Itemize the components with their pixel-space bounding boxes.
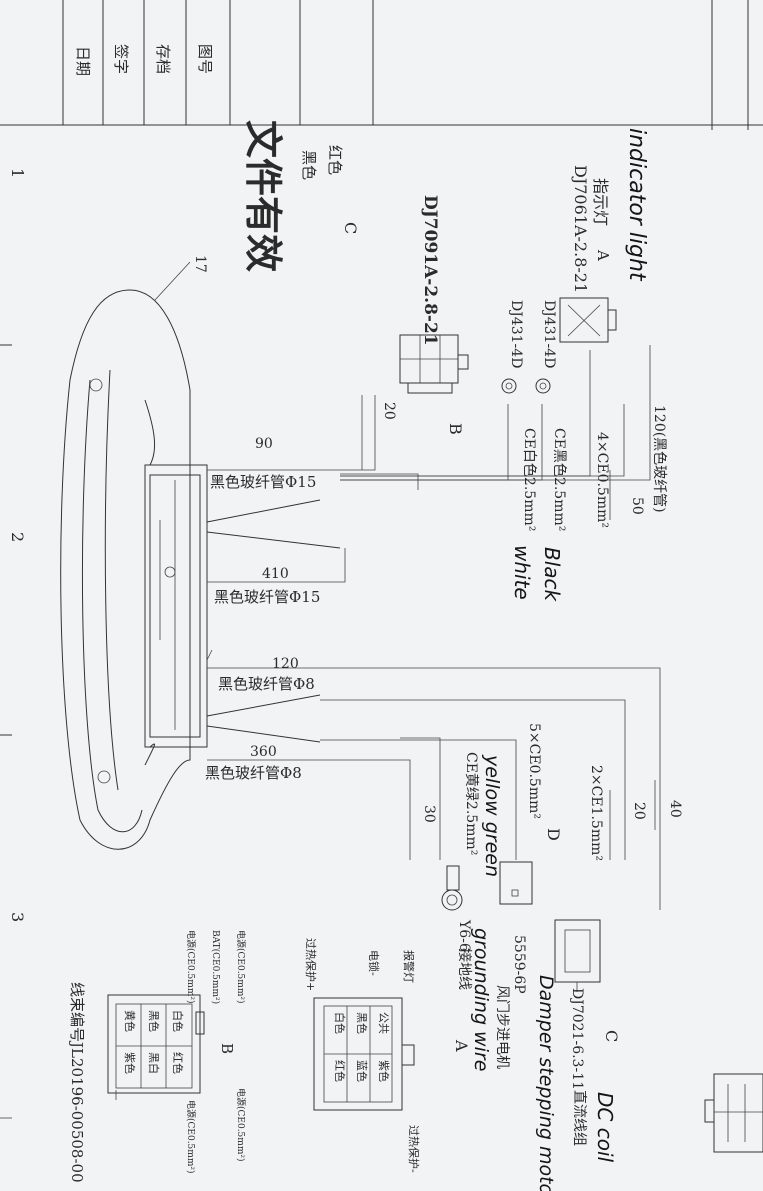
- pinout-d-label-4: 蓝色: [355, 1060, 369, 1082]
- yellow-green-spec: CE黄绿2.5mm²: [463, 752, 480, 855]
- zone-number-2: 2: [8, 532, 27, 542]
- connector-c-part: DJ7021-6.3-11: [569, 988, 585, 1090]
- sleeve-2: 黑色玻纤管Φ15: [214, 588, 320, 606]
- pinout-d-label-5: 红色: [333, 1060, 347, 1082]
- partial-component: [704, 1073, 763, 1153]
- pinout-b-cell-1: 红色: [171, 1052, 185, 1074]
- connector-d-part: 5559-6P: [511, 935, 527, 994]
- connector-a-part: DJ7061A-2.8-21: [571, 165, 590, 293]
- zone-number-1: 1: [8, 168, 27, 178]
- ring-terminals: [501, 378, 551, 394]
- pinout-b-note-2: 电源(CE0.5mm²): [185, 930, 197, 1003]
- dim-30: 30: [421, 805, 437, 823]
- connector-b-sketch: [399, 334, 469, 394]
- pinout-d-label-3: 紫色: [377, 1060, 391, 1082]
- black-wire-spec: CE黑色2.5mm²: [551, 428, 568, 531]
- c-letter-top: C: [341, 222, 360, 234]
- ring-terminal-2-part: DJ431-4D: [508, 300, 524, 368]
- dimension-lines: [361, 395, 656, 860]
- pinout-d-label-0: 公共: [377, 1012, 390, 1034]
- white-wire-spec: CE白色2.5mm²: [521, 428, 538, 531]
- title-block: 日期 签字 存档 图号: [0, 0, 374, 126]
- tube-120-label: 120(黑色玻纤管): [651, 405, 668, 513]
- connector-a-name: 指示灯: [591, 178, 610, 226]
- pinout-b-cell-4: 黄色: [123, 1010, 137, 1032]
- dim-20-bottom: 20: [631, 802, 647, 820]
- pinout-d: [313, 997, 415, 1111]
- ring-terminal-1-part: DJ431-4D: [541, 300, 557, 368]
- c-color-black: 黑色: [300, 150, 318, 180]
- pinout-b-note-4: 电源(CE0.5mm²): [185, 1100, 197, 1173]
- connector-d-letter: D: [544, 828, 563, 841]
- frame: 1 2 3: [0, 0, 763, 1119]
- connector-c-handwritten: DC coil: [593, 1092, 617, 1163]
- ground-part: Y6-6: [456, 919, 472, 952]
- yellow-green-handwritten: yellow green: [481, 754, 503, 877]
- connector-b-letter: B: [446, 423, 465, 435]
- title-archive-label: 存档: [154, 44, 172, 74]
- sleeve-1: 黑色玻纤管Φ15: [210, 473, 316, 491]
- dim-360: 360: [250, 744, 277, 760]
- connector-a-letter: A: [594, 249, 612, 261]
- dim-40: 40: [667, 800, 683, 818]
- dim-50: 50: [629, 497, 645, 515]
- c-wire-spec: 2×CE1.5mm²: [588, 765, 604, 861]
- black-handwritten: Black: [540, 547, 564, 603]
- connector-b-part: DJ7091A-2.8-21: [420, 195, 440, 346]
- dim-20-top: 20: [381, 402, 397, 420]
- zone-number-3: 3: [8, 912, 27, 922]
- pinout-d-note-3: 过热保护-: [407, 1125, 421, 1173]
- connector-c-letter: C: [602, 1030, 621, 1042]
- wire-runs: [207, 345, 661, 910]
- connector-a-handwritten: indicator light: [624, 128, 649, 282]
- connector-d-sketch: [499, 861, 533, 905]
- pinout-b-cell-0: 白色: [171, 1010, 185, 1032]
- pinout-b-note-1: BAT(CE0.5mm²): [210, 930, 221, 1004]
- pinout-d-note-0: 报警灯: [402, 950, 416, 983]
- ground-terminal: [441, 865, 463, 911]
- pinout-b-cell-5: 紫色: [123, 1052, 137, 1074]
- title-drawing-label: 图号: [196, 44, 214, 74]
- appliance-body: [60, 289, 341, 850]
- sleeve-4: 黑色玻纤管Φ8: [205, 764, 302, 782]
- d-wire-spec: 5×CE0.5mm²: [526, 723, 542, 819]
- pinout-b-letter: B: [218, 1043, 236, 1054]
- dim-410: 410: [262, 566, 289, 582]
- harness-code: 线束编号JL20196-00508-00: [68, 982, 86, 1183]
- valid-document-stamp: 文件有效: [241, 120, 286, 272]
- connector-d-handwritten: Damper stepping motor: [535, 975, 557, 1191]
- pinout-d-note-1: 电锁-: [367, 950, 381, 976]
- connector-c-sketch: [554, 919, 601, 992]
- part-number-label: 17: [192, 255, 208, 273]
- pinout-b-note-3: 电源(CE0.5mm²): [235, 1088, 247, 1161]
- ground-letter: A: [452, 1039, 471, 1052]
- c-color-red: 红色: [326, 145, 344, 175]
- pinout-b-cell-2: 黑色: [147, 1010, 161, 1032]
- pinout-d-note-2: 过热保护+: [304, 938, 318, 991]
- white-handwritten: white: [510, 545, 534, 600]
- pinout-b-note-0: 电源(CE0.5mm²): [235, 930, 247, 1003]
- pinout-b-cell-3: 黑白: [147, 1052, 161, 1074]
- connector-c-name: 直流线组: [571, 1090, 588, 1146]
- ground-handwritten: grounding wire: [470, 928, 492, 1071]
- ground-name: 接地线: [456, 948, 473, 990]
- dim-120: 120: [272, 656, 299, 672]
- pinout-b: [107, 994, 205, 1094]
- title-signature-label: 签字: [112, 44, 130, 74]
- title-date-label: 日期: [74, 46, 92, 76]
- a-wire-spec: 4×CE0.5mm²: [594, 432, 610, 528]
- dim-90: 90: [255, 436, 273, 452]
- connector-d-name: 风门步进电机: [494, 985, 510, 1069]
- pinout-d-label-2: 白色: [333, 1012, 347, 1034]
- sleeve-3: 黑色玻纤管Φ8: [218, 675, 315, 693]
- pinout-d-label-1: 黑色: [355, 1012, 369, 1034]
- connector-a-sketch: [559, 297, 617, 343]
